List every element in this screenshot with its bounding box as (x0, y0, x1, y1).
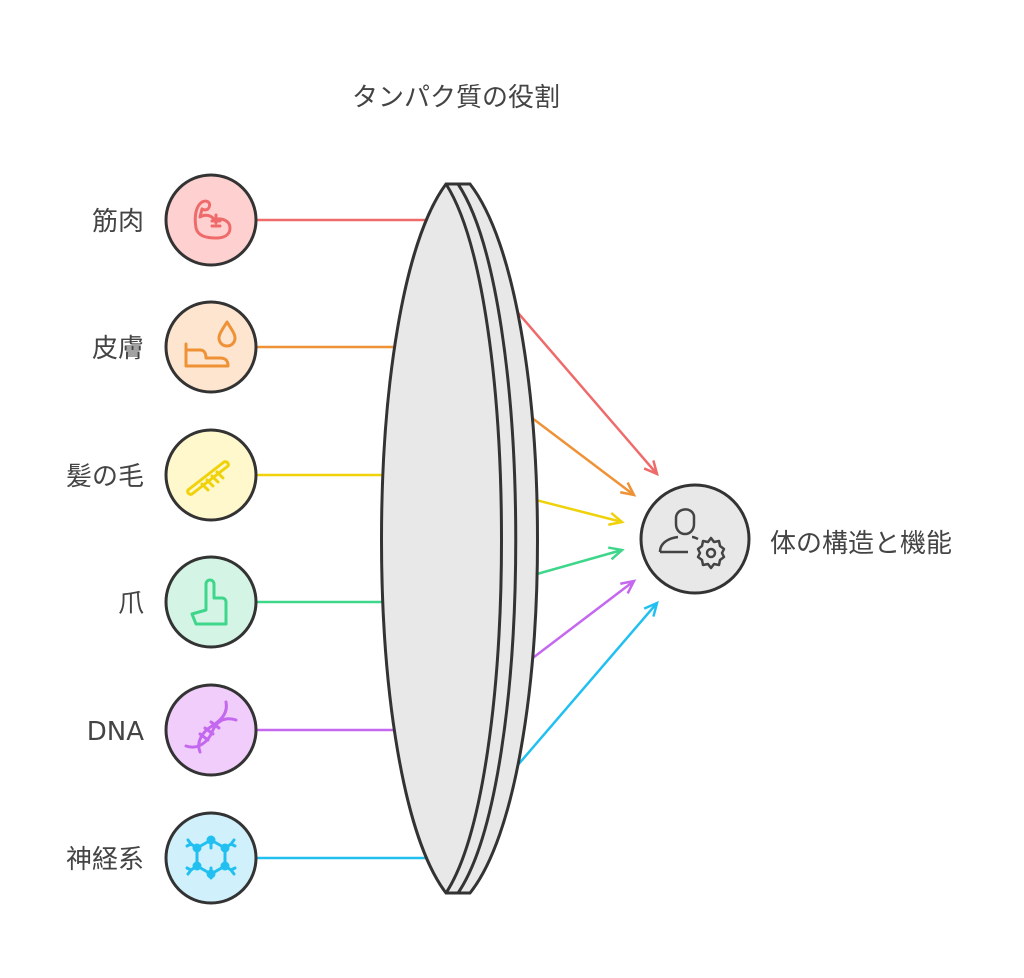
arrowhead-1 (620, 481, 637, 497)
arrowhead-2 (608, 512, 625, 527)
item-node-4: DNA (87, 683, 258, 777)
hand-drop-icon (184, 320, 237, 368)
molecule-icon (185, 835, 237, 880)
item-label: 爪 (118, 589, 144, 619)
lens (380, 182, 539, 895)
target-label: 体の構造と機能 (770, 529, 952, 559)
finger-icon (190, 578, 228, 626)
item-node-5: 神経系 (66, 811, 258, 905)
dna-icon (184, 700, 238, 754)
item-node-0: 筋肉 (92, 173, 258, 267)
item-label: 神経系 (66, 845, 144, 875)
comb-icon (186, 460, 230, 496)
item-node-1: 皮膚 (92, 300, 258, 394)
arrowhead-3 (607, 546, 625, 561)
target-node: 体の構造と機能 (639, 483, 952, 595)
item-label: 皮膚 (92, 334, 144, 364)
arrowhead-5 (643, 600, 659, 617)
diagram-title: タンパク質の役割 (352, 83, 560, 113)
muscle-icon (193, 199, 232, 240)
item-label: DNA (87, 717, 144, 747)
arrowhead-0 (643, 460, 659, 477)
item-label: 髪の毛 (66, 462, 144, 492)
item-label: 筋肉 (92, 207, 144, 237)
person-gear-icon (658, 508, 726, 570)
item-node-3: 爪 (118, 555, 258, 649)
arrowhead-4 (620, 579, 637, 595)
item-node-2: 髪の毛 (66, 428, 258, 522)
